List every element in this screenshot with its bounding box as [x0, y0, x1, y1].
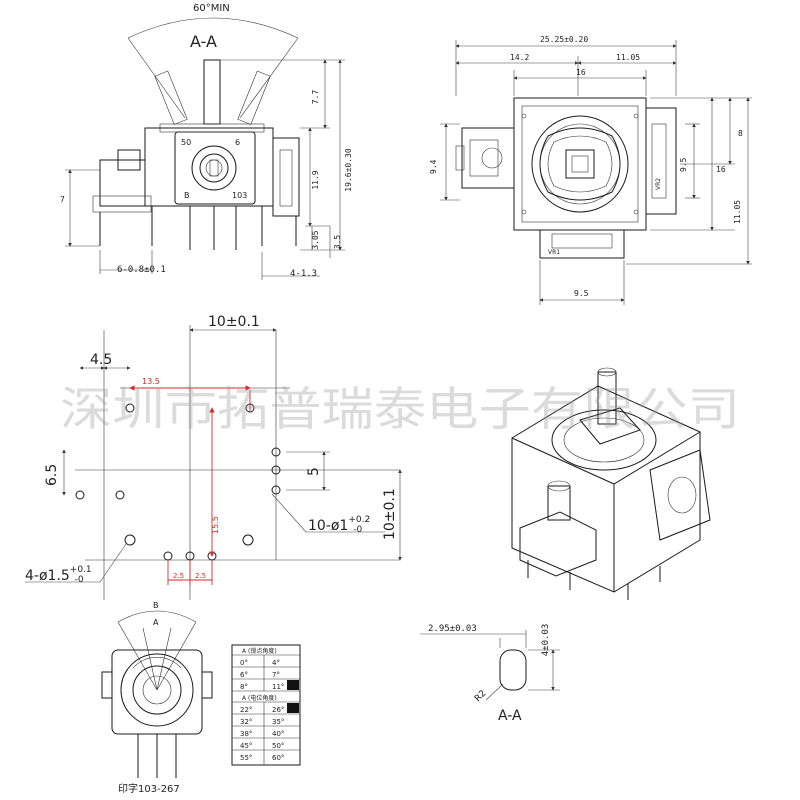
angle-table: A (锁点角度) 0° 4° 6° 7° 8° 11° A (电位角度) 22°…	[231, 644, 301, 766]
label-vr2: VR2	[655, 178, 662, 190]
side-view: 60°MIN A-A 50 6 B 103	[60, 3, 353, 280]
dim-left-h: 7	[60, 195, 65, 204]
red-dim-pitch-a: 2.5	[173, 572, 184, 580]
dim-right-h1: 8	[738, 129, 743, 138]
table-cell: 26°	[272, 706, 284, 714]
table-header-b: A (电位角度)	[242, 694, 277, 702]
dim-right-w: 11.05	[616, 53, 640, 62]
red-dim-vert: 15.5	[211, 516, 220, 534]
top-view: VR2 VR1 25.25±0.20 14.2 11.05 16 8 16	[429, 35, 752, 305]
table-cell: 11°	[272, 683, 284, 691]
knob-section-label: A-A	[498, 708, 522, 724]
table-cell: 50°	[272, 742, 284, 750]
pot-label-a: A	[153, 618, 159, 627]
table-cell: 40°	[272, 730, 284, 738]
red-dim-pitch-b: 2.5	[195, 572, 206, 580]
hole-large-label: 4-ø1.5+0.1-0	[25, 565, 92, 585]
dim-mid: 11.9	[311, 170, 320, 189]
dim-left-h: 6.5	[44, 464, 60, 486]
dim-left-h9: 9.4	[429, 159, 438, 174]
dim-right-h: 10±0.1	[382, 488, 398, 540]
dim-top: 7.7	[311, 90, 320, 105]
dim-width-total: 25.25±0.20	[540, 35, 588, 44]
table-cell: 60°	[272, 754, 284, 762]
table-cell: 38°	[240, 730, 252, 738]
label-vr1: VR1	[548, 249, 560, 256]
pot-mark-103: 103	[232, 191, 247, 200]
dim-pin-b: 3.5	[333, 235, 342, 250]
dim-top-w: 10±0.1	[208, 314, 260, 330]
table-cell: 45°	[240, 742, 252, 750]
table-cell: 0°	[240, 659, 248, 667]
knob-detail: 2.95±0.03 4±0.03 R2 A-A	[420, 624, 560, 724]
table-cell: 32°	[240, 718, 252, 726]
knob-height-dim: 4±0.03	[541, 624, 551, 657]
hole-small-label: 10-ø1+0.2-0	[308, 515, 370, 535]
dim-left-w: 4.5	[90, 352, 112, 368]
table-cell: 35°	[272, 718, 284, 726]
dim-height-total: 19.6±0.30	[344, 148, 353, 192]
knob-radius: R2	[473, 689, 489, 705]
pot-label-b: B	[153, 601, 159, 610]
watermark-text: 深圳市拓普瑞泰电子有限公司	[60, 382, 740, 436]
dim-pitch: 6-0.8±0.1	[117, 265, 166, 275]
table-cell: 4°	[272, 659, 280, 667]
table-cell: 6°	[240, 671, 248, 679]
table-cell: 7°	[272, 671, 280, 679]
table-cell: 22°	[240, 706, 252, 714]
pcb-layout: 13.5 15.5 2.5 2.5 10±0.1 4.5 6.5 5 10±0.…	[25, 314, 402, 600]
dim-right-h3: 11.05	[733, 200, 742, 224]
dim-bottom-w: 9.5	[574, 289, 589, 298]
dim-pin-w: 4-1.3	[290, 269, 317, 279]
table-cell: 8°	[240, 683, 248, 691]
dim-body-w: 16	[576, 68, 586, 77]
pot-detail: B A 印字103-267	[101, 601, 213, 795]
pot-print-label: 印字103-267	[118, 782, 180, 795]
dim-pin-a: 3.05	[311, 230, 320, 249]
dim-inner-h: 9.5	[679, 157, 688, 172]
table-cell: 55°	[240, 754, 252, 762]
pot-mark-6: 6	[235, 138, 240, 147]
dim-right-h2: 16	[716, 165, 726, 174]
knob-width-dim: 2.95±0.03	[428, 624, 477, 634]
isometric-view	[511, 367, 711, 600]
section-label: A-A	[190, 32, 217, 51]
dim-mid-h: 5	[306, 467, 322, 476]
red-dim-top: 13.5	[142, 377, 160, 386]
table-header-a: A (锁点角度)	[242, 647, 277, 655]
pot-mark-b: B	[184, 191, 190, 200]
pot-mark-50: 50	[181, 138, 191, 147]
dim-left-w: 14.2	[510, 53, 529, 62]
angle-label: 60°MIN	[193, 3, 230, 14]
